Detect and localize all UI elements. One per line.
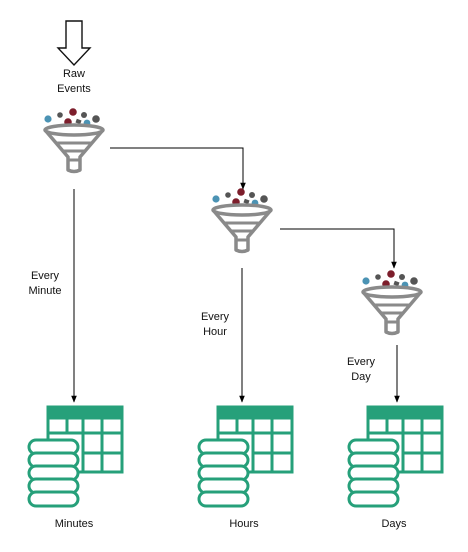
raw-events-label-line1: Raw [62, 68, 85, 80]
every-minute-label: Every Minute [20, 269, 70, 299]
hollow-down-arrow-icon [56, 20, 92, 67]
hours-label: Hours [229, 518, 259, 530]
every-day-label-line1: Every [346, 356, 376, 368]
every-minute-label-line2: Minute [28, 285, 62, 297]
funnel-icon-minute [42, 106, 105, 174]
connector-hour-to-day [280, 228, 397, 269]
funnel-icon-hour [210, 186, 273, 254]
database-table-icon-days [347, 405, 444, 508]
every-hour-label: Every Hour [190, 310, 240, 340]
funnel-icon-day [360, 268, 423, 336]
connector-minute-to-hour [110, 147, 246, 190]
days-label: Days [381, 518, 407, 530]
database-table-icon-hours [197, 405, 294, 508]
every-day-label: Every Day [338, 355, 384, 385]
database-table-icon-minutes [27, 405, 124, 508]
minutes-label: Minutes [54, 518, 94, 530]
every-day-label-line2: Day [351, 371, 371, 383]
raw-events-label: Raw Events [48, 67, 100, 97]
every-minute-label-line1: Every [30, 270, 60, 282]
raw-events-label-line2: Events [57, 83, 91, 95]
every-hour-label-line1: Every [200, 311, 230, 323]
every-hour-label-line2: Hour [203, 326, 227, 338]
